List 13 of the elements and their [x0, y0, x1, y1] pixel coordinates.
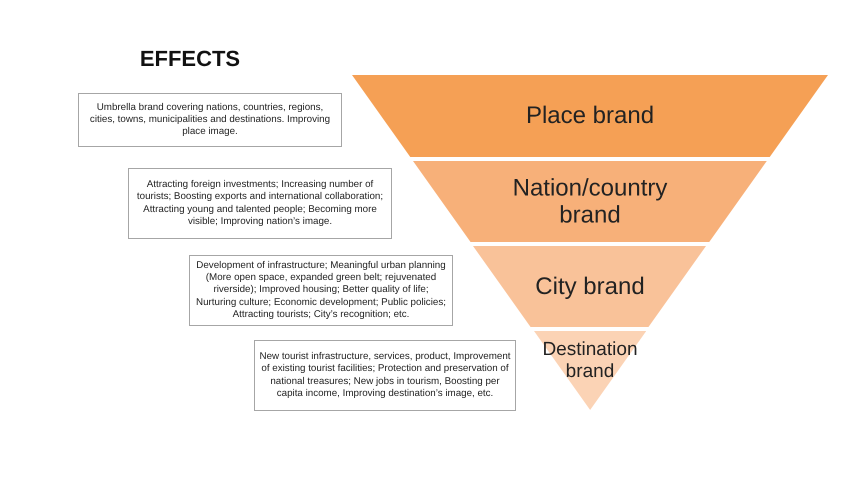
pyramid-level	[534, 331, 646, 410]
level-label: Place brand	[524, 102, 656, 130]
pyramid-level	[473, 246, 706, 327]
pyramid-level	[413, 161, 767, 242]
effect-text-box: Umbrella brand covering nations, countries, regions, cities, towns, municipalities and destinations. Improving place image.	[78, 93, 342, 147]
pyramid-level	[352, 75, 828, 157]
effect-text-box: Development of infrastructure; Meaningful urban planning (More open space, expanded green belt; rejuvenated riverside); Improved housing; Better quality of life; Nurturing culture; Economic development; Public policies; Attracting tourists; City’s recognition; etc.	[189, 255, 453, 326]
level-label: City brand	[534, 272, 646, 300]
level-label: Destination brand	[541, 339, 639, 383]
heading: EFFECTS	[138, 46, 242, 72]
effect-text-box: Attracting foreign investments; Increasing number of tourists; Boosting exports and international collaboration; Attracting young and talented people; Becoming more visible; Improving nation’s image.	[128, 168, 392, 239]
level-label: Nation/country brand	[512, 174, 668, 230]
effect-text-box: New tourist infrastructure, services, product, Improvement of existing tourist facilities; Protection and preservation of national treasures; New jobs in tourism, Boosting per capita income, Improving destination’s image, etc.	[254, 340, 516, 411]
